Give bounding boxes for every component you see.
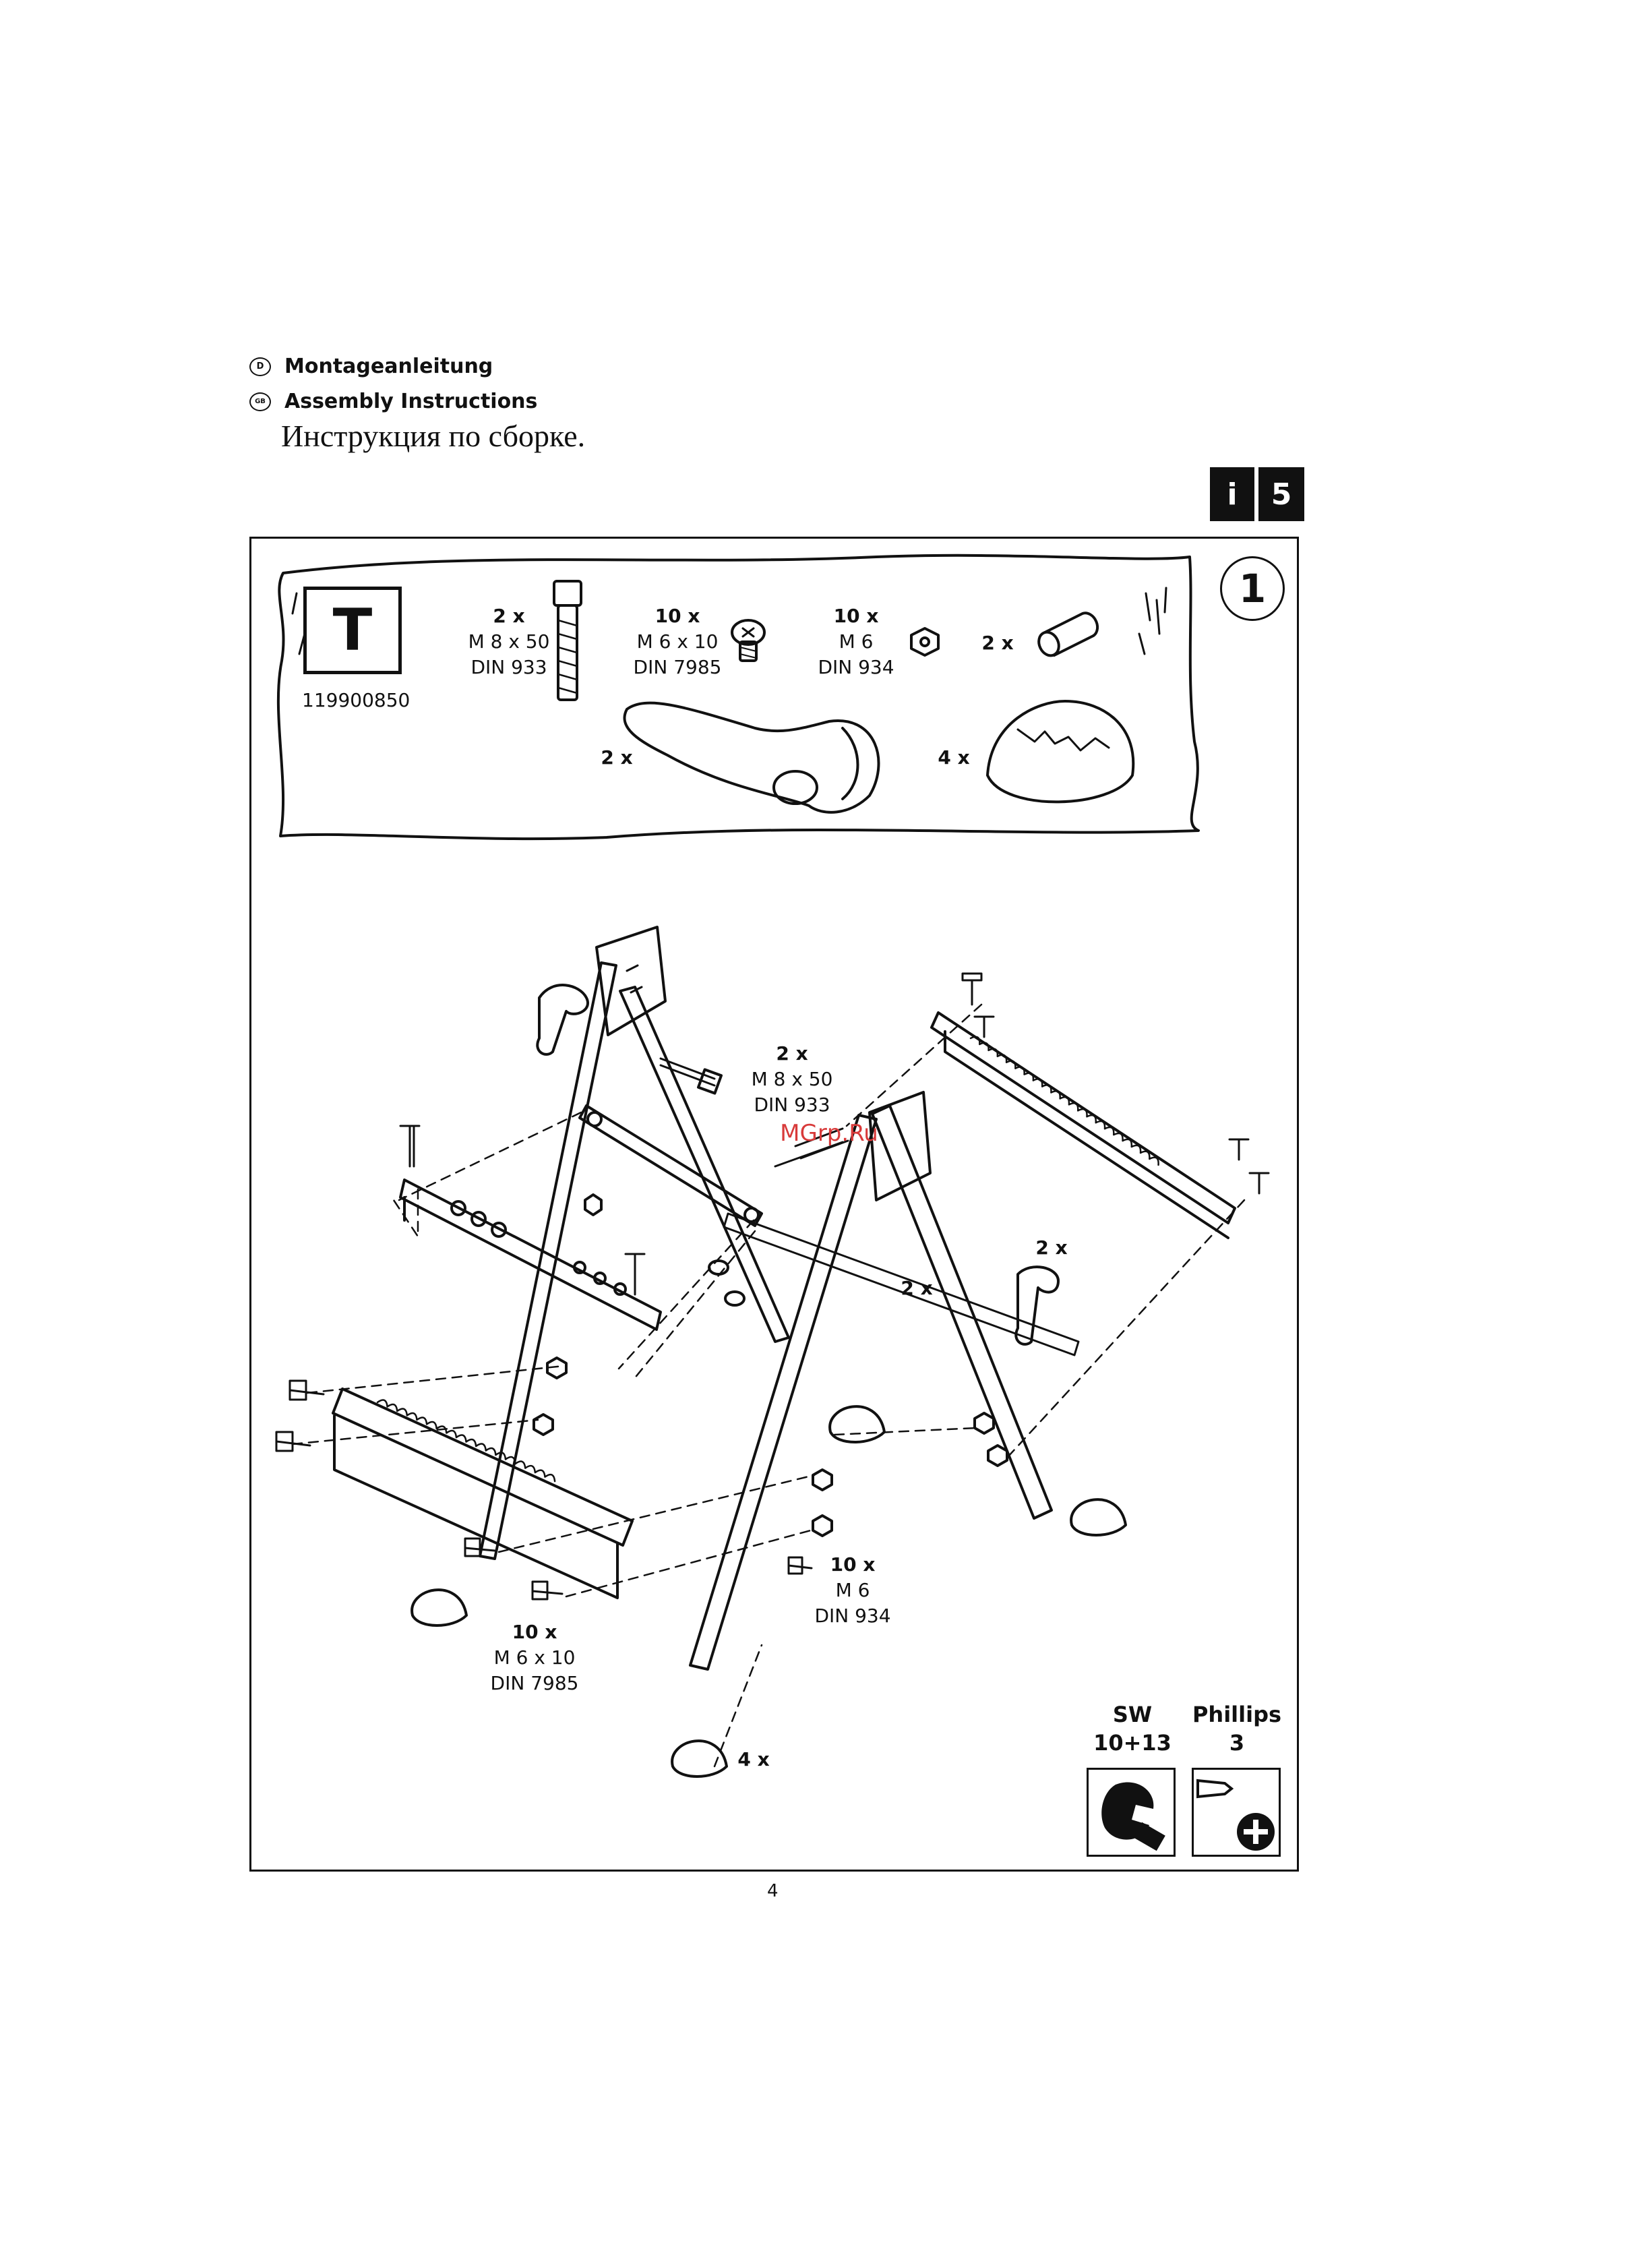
bag-letter: T <box>303 587 402 674</box>
diagram-lever-qty-1: 2 x <box>1031 1235 1072 1261</box>
bag-lever-qty: 2 x <box>597 745 637 771</box>
clamp-lever-icon <box>624 703 878 812</box>
bag-nut-label: 10 x M 6 DIN 934 <box>812 603 900 680</box>
diagram-feet-qty: 4 x <box>733 1747 774 1772</box>
diagram-bolt-label: 2 x M 8 x 50 DIN 933 <box>745 1041 839 1118</box>
wrench-icon <box>1087 1768 1176 1857</box>
page-number: 4 <box>767 1881 779 1901</box>
spacer-sleeve-icon <box>1035 613 1097 659</box>
hex-bolt-icon <box>554 581 581 700</box>
hex-nut-icon <box>911 628 938 655</box>
diagram-screw-label: 10 x M 6 x 10 DIN 7985 <box>487 1619 582 1696</box>
rubber-foot-icon <box>987 701 1133 802</box>
watermark: MGrp.Ru <box>755 1121 903 1146</box>
bag-foot-qty: 4 x <box>934 745 974 771</box>
diagram-lever-qty-2: 2 x <box>896 1276 937 1301</box>
phillips-screwdriver-icon <box>1192 1768 1281 1857</box>
step-number: 1 <box>1220 556 1285 621</box>
bag-sleeve-qty: 2 x <box>977 630 1018 656</box>
parts-bag-outline <box>278 556 1198 839</box>
wrench-size-label: SW 10+13 <box>1078 1700 1186 1757</box>
bag-screw-label: 10 x M 6 x 10 DIN 7985 <box>630 603 725 680</box>
diagram-nut-label: 10 x M 6 DIN 934 <box>809 1552 896 1629</box>
bag-code: 119900850 <box>302 689 410 711</box>
screwdriver-size-label: Phillips 3 <box>1186 1700 1287 1757</box>
bag-bolt-label: 2 x M 8 x 50 DIN 933 <box>465 603 553 680</box>
phillips-screw-icon <box>732 620 764 661</box>
